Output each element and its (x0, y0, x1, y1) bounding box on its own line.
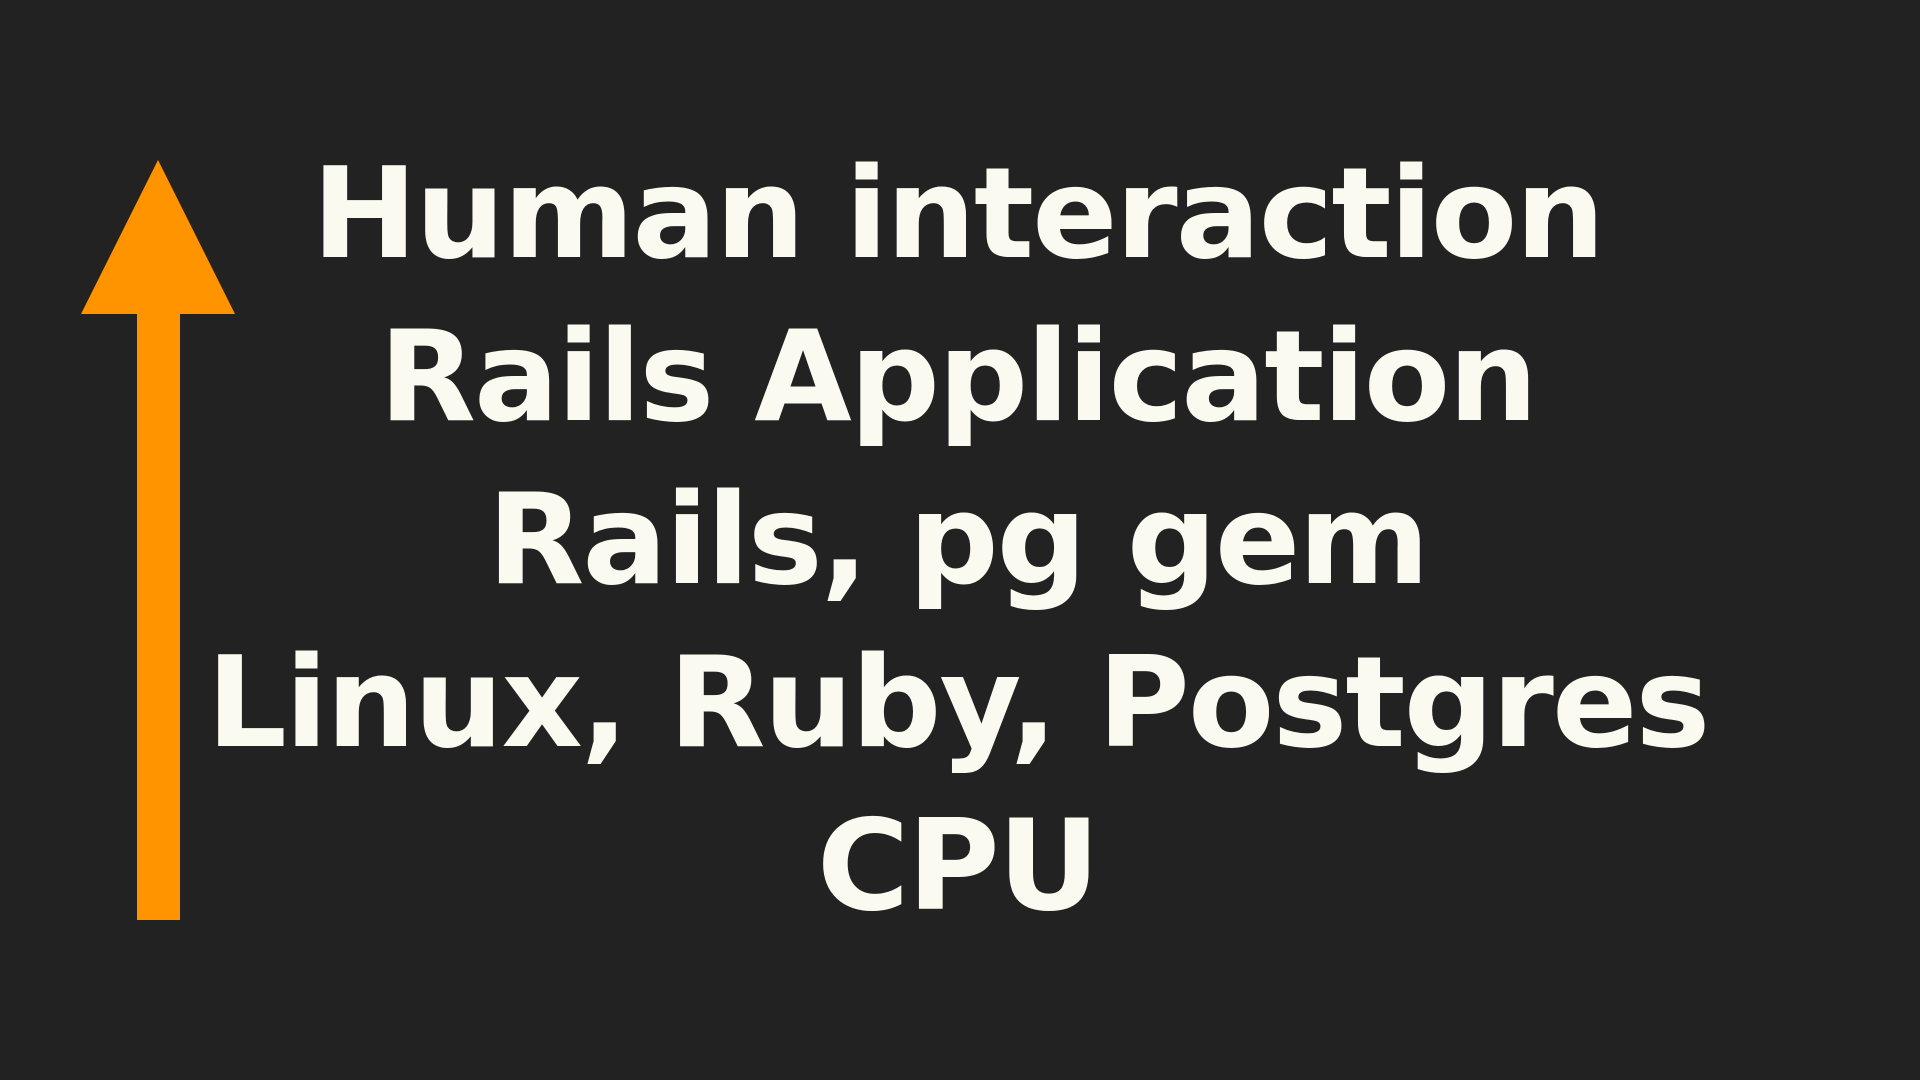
layer-rails-application: Rails Application (379, 303, 1538, 450)
layer-linux-ruby-postgres: Linux, Ruby, Postgres (206, 629, 1711, 776)
layer-cpu: CPU (816, 792, 1100, 939)
layer-rails-pg-gem: Rails, pg gem (487, 466, 1429, 613)
stack-layers: Human interaction Rails Application Rail… (175, 132, 1740, 947)
layer-human-interaction: Human interaction (311, 140, 1605, 287)
arrow-shaft (137, 313, 180, 920)
